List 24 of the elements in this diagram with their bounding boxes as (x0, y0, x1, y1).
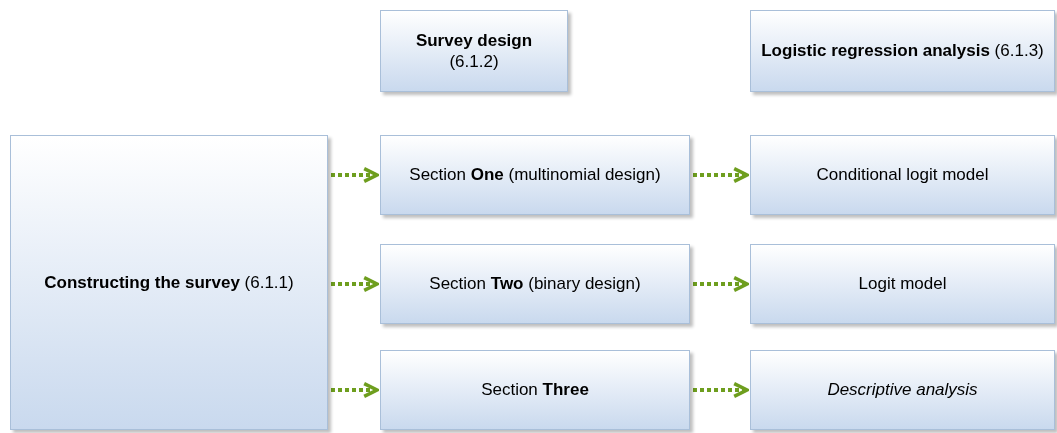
process-box (750, 244, 1055, 324)
process-box (380, 350, 690, 430)
process-box (750, 135, 1055, 215)
process-box (380, 135, 690, 215)
process-box (750, 10, 1055, 92)
dotted-arrow (331, 166, 379, 184)
box-text: Section One (multinomial design) (409, 164, 661, 186)
box-text: Logit model (858, 273, 947, 295)
box-text: Descriptive analysis (827, 379, 978, 401)
dotted-arrow (693, 275, 749, 293)
box-text: Constructing the survey (6.1.1) (44, 271, 294, 294)
box-text: Conditional logit model (816, 164, 989, 186)
dotted-arrow (331, 275, 379, 293)
box-text: Section Two (binary design) (429, 273, 641, 295)
process-box (380, 244, 690, 324)
box-text: Section Three (481, 379, 589, 401)
process-box (380, 10, 568, 92)
dotted-arrow (693, 381, 749, 399)
process-box (750, 350, 1055, 430)
box-text: Survey design (6.1.2) (414, 29, 534, 73)
process-box (10, 135, 328, 430)
box-text: Logistic regression analysis (6.1.3) (761, 40, 1044, 62)
dotted-arrow (693, 166, 749, 184)
dotted-arrow (331, 381, 379, 399)
